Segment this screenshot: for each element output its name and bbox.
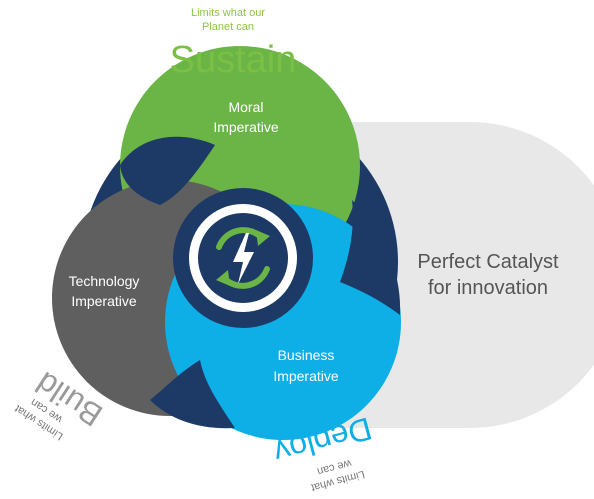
business-label-line1: Business	[278, 347, 335, 363]
sustain-note-line2: Planet can	[202, 21, 254, 33]
navy-wedge-right	[340, 200, 401, 315]
navy-wedge-top-left	[120, 136, 215, 205]
moral-label-line2: Imperative	[213, 119, 279, 135]
sustain-note-line1: Limits what our	[191, 7, 265, 19]
lightning-refresh-icon	[216, 227, 270, 289]
business-label-line2: Imperative	[273, 368, 339, 384]
moral-label-line1: Moral	[228, 99, 263, 115]
navy-wedge-bottom	[150, 360, 235, 429]
catalyst-line2: for innovation	[428, 277, 548, 299]
technology-label-line1: Technology	[69, 273, 140, 289]
sustain-title: Sustain	[170, 39, 297, 81]
technology-label-line2: Imperative	[71, 293, 137, 309]
catalyst-line1: Perfect Catalyst	[417, 251, 559, 273]
